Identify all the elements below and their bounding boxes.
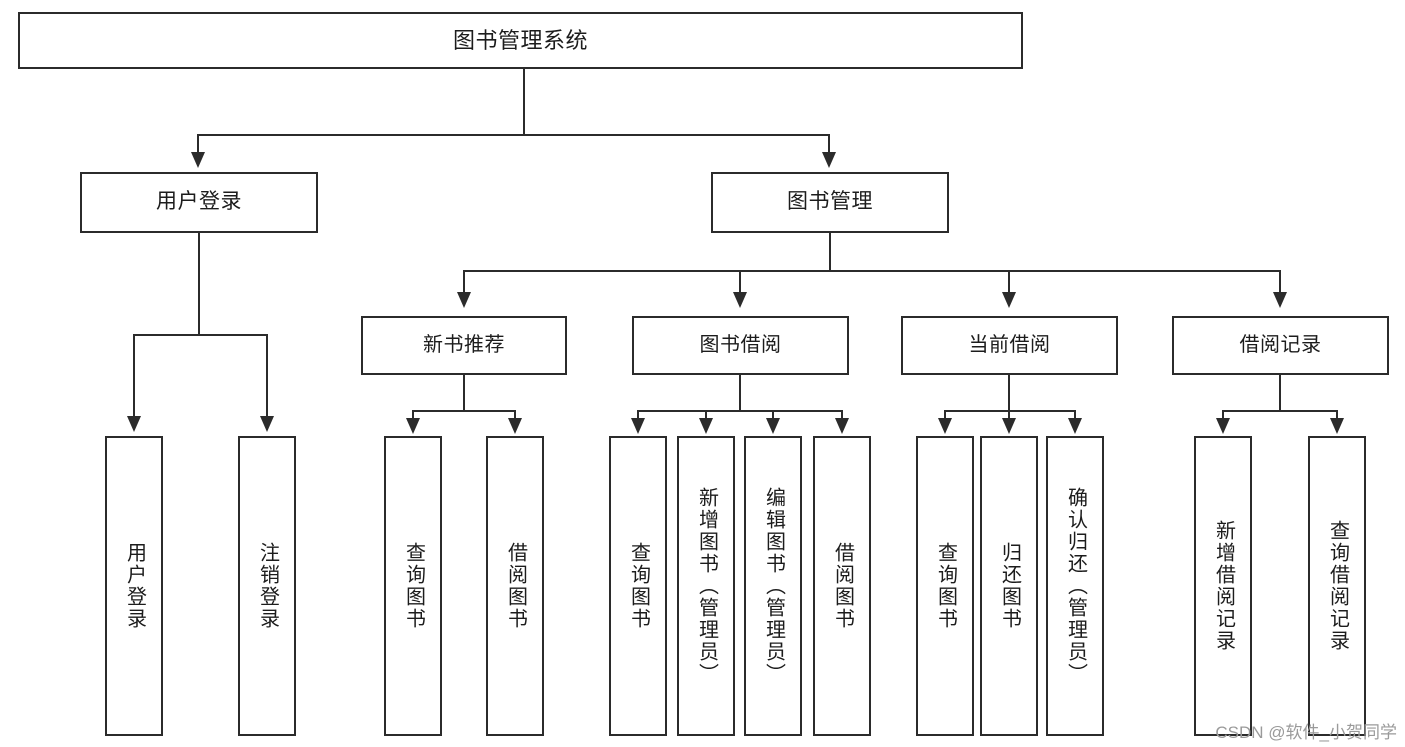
- connector-nbr-stem: [463, 375, 465, 411]
- node-new-book-recommend[interactable]: 新书推荐: [361, 316, 567, 375]
- node-borrow-record[interactable]: 借阅记录: [1172, 316, 1389, 375]
- node-label: 用户登录: [156, 190, 242, 214]
- arrow-to-leaf-cb-3: [1068, 418, 1082, 434]
- leaf-query-book-bb[interactable]: 查询图书: [609, 436, 667, 736]
- connector-nbr-drop-2: [514, 410, 516, 420]
- arrow-to-book-management: [822, 152, 836, 168]
- arrow-to-leaf-br-1: [1216, 418, 1230, 434]
- arrow-to-leaf-nbr-2: [508, 418, 522, 434]
- node-user-login[interactable]: 用户登录: [80, 172, 318, 233]
- leaf-query-book-nbr[interactable]: 查询图书: [384, 436, 442, 736]
- node-label: 新增借阅记录: [1212, 520, 1235, 652]
- connector-bm-drop-4: [1279, 270, 1281, 294]
- leaf-edit-book-admin[interactable]: 编辑图书（管理员）: [744, 436, 802, 736]
- connector-bb-stem: [739, 375, 741, 411]
- connector-bb-drop-2: [705, 410, 707, 420]
- node-label: 图书管理: [787, 190, 873, 214]
- connector-bm-drop-3: [1008, 270, 1010, 294]
- connector-br-stem: [1279, 375, 1281, 411]
- arrow-to-leaf-nbr-1: [406, 418, 420, 434]
- connector-nbr-drop-1: [412, 410, 414, 420]
- connector-user-login-stem: [198, 233, 200, 335]
- leaf-borrow-book-nbr[interactable]: 借阅图书: [486, 436, 544, 736]
- leaf-query-borrow-record[interactable]: 查询借阅记录: [1308, 436, 1366, 736]
- leaf-query-book-cb[interactable]: 查询图书: [916, 436, 974, 736]
- node-label: 查询图书: [627, 542, 650, 630]
- node-label: 新增图书（管理员）: [695, 487, 718, 685]
- leaf-user-login[interactable]: 用户登录: [105, 436, 163, 736]
- connector-cb-bar: [944, 410, 1076, 412]
- connector-user-login-drop-2: [266, 334, 268, 418]
- node-label: 当前借阅: [968, 334, 1051, 356]
- watermark: CSDN @软件_小贺同学: [1215, 723, 1397, 742]
- node-label: 用户登录: [123, 542, 146, 630]
- node-book-management[interactable]: 图书管理: [711, 172, 949, 233]
- arrow-to-leaf-bb-2: [699, 418, 713, 434]
- connector-bb-bar: [637, 410, 843, 412]
- connector-br-drop-1: [1222, 410, 1224, 420]
- connector-bb-drop-1: [637, 410, 639, 420]
- connector-nbr-bar: [412, 410, 516, 412]
- connector-cb-drop-3: [1074, 410, 1076, 420]
- arrow-to-leaf-bb-3: [766, 418, 780, 434]
- node-label: 借阅记录: [1239, 334, 1322, 356]
- arrow-to-current-borrow: [1002, 292, 1016, 308]
- leaf-add-borrow-record[interactable]: 新增借阅记录: [1194, 436, 1252, 736]
- connector-root-bar: [197, 134, 829, 136]
- arrow-to-leaf-bb-1: [631, 418, 645, 434]
- arrow-to-borrow-record: [1273, 292, 1287, 308]
- node-label: 编辑图书（管理员）: [762, 487, 785, 685]
- connector-bb-drop-3: [772, 410, 774, 420]
- leaf-confirm-return-admin[interactable]: 确认归还（管理员）: [1046, 436, 1104, 736]
- connector-book-management-stem: [829, 233, 831, 271]
- node-label: 查询借阅记录: [1326, 520, 1349, 652]
- arrow-to-leaf-bb-4: [835, 418, 849, 434]
- leaf-return-book[interactable]: 归还图书: [980, 436, 1038, 736]
- leaf-logout[interactable]: 注销登录: [238, 436, 296, 736]
- connector-bm-drop-2: [739, 270, 741, 294]
- connector-cb-drop-1: [944, 410, 946, 420]
- node-root-system[interactable]: 图书管理系统: [18, 12, 1023, 69]
- node-label: 图书借阅: [699, 334, 782, 356]
- arrow-to-book-borrow: [733, 292, 747, 308]
- connector-cb-stem: [1008, 375, 1010, 411]
- node-label: 借阅图书: [504, 542, 527, 630]
- leaf-add-book-admin[interactable]: 新增图书（管理员）: [677, 436, 735, 736]
- node-book-borrow[interactable]: 图书借阅: [632, 316, 849, 375]
- node-label: 确认归还（管理员）: [1064, 487, 1087, 685]
- connector-root-drop-right: [828, 134, 830, 154]
- arrow-to-leaf-cb-1: [938, 418, 952, 434]
- leaf-borrow-book-bb[interactable]: 借阅图书: [813, 436, 871, 736]
- node-label: 新书推荐: [423, 334, 505, 356]
- arrow-to-user-login: [191, 152, 205, 168]
- node-label: 查询图书: [402, 542, 425, 630]
- node-label: 借阅图书: [831, 542, 854, 630]
- node-label: 查询图书: [934, 542, 957, 630]
- connector-br-bar: [1222, 410, 1338, 412]
- connector-bb-drop-4: [841, 410, 843, 420]
- arrow-to-leaf-cb-2: [1002, 418, 1016, 434]
- connector-cb-drop-2: [1008, 410, 1010, 420]
- node-label: 归还图书: [998, 542, 1021, 630]
- arrow-to-leaf-logout: [260, 416, 274, 432]
- connector-user-login-bar: [133, 334, 267, 336]
- arrow-to-leaf-user-login: [127, 416, 141, 432]
- arrow-to-leaf-br-2: [1330, 418, 1344, 434]
- node-label: 图书管理系统: [452, 27, 588, 53]
- connector-book-management-bar: [463, 270, 1281, 272]
- node-label: 注销登录: [256, 542, 279, 630]
- connector-root-stem: [523, 69, 525, 135]
- connector-br-drop-2: [1336, 410, 1338, 420]
- node-current-borrow[interactable]: 当前借阅: [901, 316, 1118, 375]
- connector-bm-drop-1: [463, 270, 465, 294]
- connector-root-drop-left: [197, 134, 199, 154]
- connector-user-login-drop-1: [133, 334, 135, 418]
- arrow-to-new-book-recommend: [457, 292, 471, 308]
